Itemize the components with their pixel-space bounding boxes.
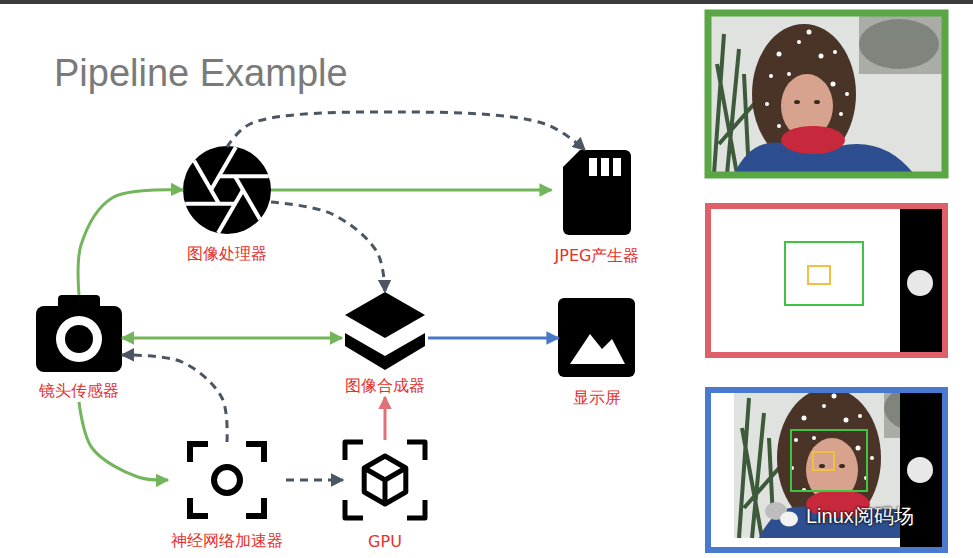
- flow-connector: [384, 397, 387, 440]
- flow-connector: [122, 355, 227, 442]
- flow-connector: [271, 202, 385, 292]
- component-node: JPEG产生器: [552, 150, 643, 267]
- gpu-icon: [345, 442, 425, 518]
- component-node: 神经网络加速器: [168, 442, 286, 552]
- sd-card-icon: [563, 150, 631, 235]
- component-node: 镜头传感器: [36, 295, 122, 402]
- diagram-title: Pipeline Example: [54, 52, 348, 95]
- component-label: 图像处理器: [187, 244, 267, 263]
- component-label: GPU: [368, 532, 402, 551]
- camera-photo: [708, 13, 945, 175]
- flow-connector: [286, 479, 343, 482]
- flow-connector: [428, 337, 559, 340]
- component-label: 镜头传感器: [39, 381, 119, 400]
- flow-connector: [122, 337, 342, 340]
- component-node: 图像处理器: [183, 147, 271, 265]
- display-icon: [558, 298, 635, 377]
- flow-connector: [227, 112, 585, 150]
- top-bar: [0, 0, 973, 4]
- overlay-frame: [708, 206, 945, 355]
- component-label: 神经网络加速器: [171, 531, 283, 550]
- component-label: 显示屏: [573, 388, 621, 407]
- wechat-mark: [765, 502, 798, 527]
- component-label: 图像合成器: [345, 376, 425, 395]
- aperture-icon: [182, 146, 273, 234]
- focus-icon: [190, 444, 264, 516]
- camera-icon: [36, 295, 122, 372]
- component-node: 图像合成器: [342, 292, 428, 397]
- flow-connector: [78, 190, 183, 295]
- composite-frame: [708, 378, 969, 550]
- flow-connector: [271, 189, 552, 192]
- component-label: JPEG产生器: [555, 246, 640, 265]
- flow-connector: [79, 402, 168, 480]
- layers-icon: [345, 292, 425, 370]
- watermark: Linux阅码场: [806, 503, 914, 530]
- component-node: 显示屏: [559, 298, 636, 409]
- component-node: GPU: [343, 440, 427, 553]
